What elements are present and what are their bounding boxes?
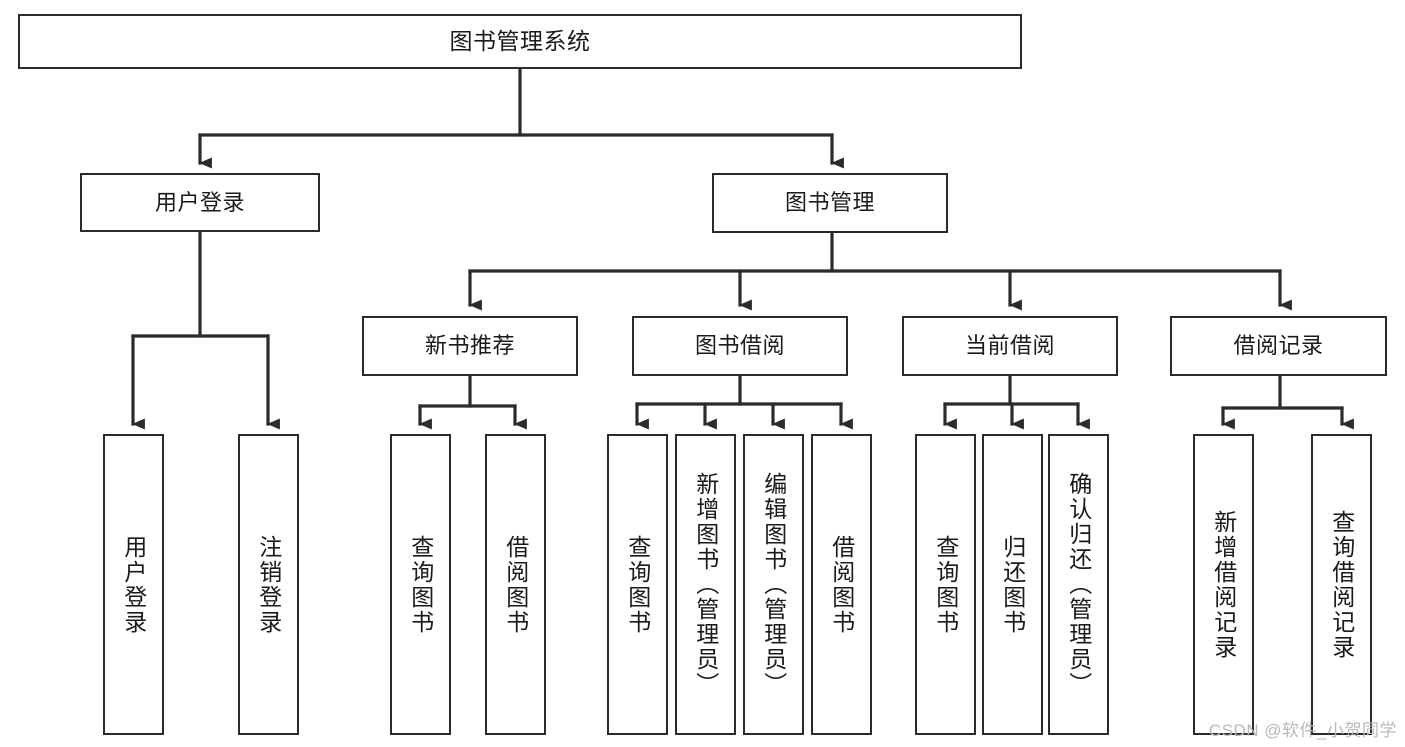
node-label: 查询图书 [624,534,651,635]
node-current-borrow[interactable]: 当前借阅 [902,316,1118,376]
node-label: 图书借阅 [694,333,785,359]
node-book-borrow[interactable]: 图书借阅 [632,316,848,376]
node-label: 当前借阅 [964,333,1055,359]
leaf-query-borrow-record[interactable]: 查询借阅记录 [1311,434,1372,735]
leaf-add-borrow-record[interactable]: 新增借阅记录 [1193,434,1254,735]
node-label: 借阅图书 [502,534,529,635]
node-label: 查询图书 [407,534,434,635]
leaf-query-book-borrow[interactable]: 查询图书 [607,434,668,735]
leaf-user-logout[interactable]: 注销登录 [238,434,299,735]
node-label: 注销登录 [255,534,282,635]
leaf-return-book[interactable]: 归还图书 [982,434,1043,735]
node-book-management[interactable]: 图书管理 [712,173,948,233]
node-label: 借阅记录 [1233,333,1324,359]
node-label: 新增图书（管理员） [692,472,719,697]
leaf-add-book-admin[interactable]: 新增图书（管理员） [675,434,736,735]
leaf-query-book-current[interactable]: 查询图书 [915,434,976,735]
leaf-borrow-book[interactable]: 借阅图书 [811,434,872,735]
node-label: 查询借阅记录 [1328,509,1355,660]
node-label: 新增借阅记录 [1210,509,1237,660]
node-label: 图书管理 [784,190,875,216]
node-label: 用户登录 [154,189,245,215]
node-root-system[interactable]: 图书管理系统 [18,14,1022,69]
node-label: 图书管理系统 [449,27,591,54]
node-label: 编辑图书（管理员） [760,472,787,697]
leaf-confirm-return-admin[interactable]: 确认归还（管理员） [1048,434,1109,735]
leaf-user-login[interactable]: 用户登录 [103,434,164,735]
node-user-login[interactable]: 用户登录 [80,173,320,232]
node-label: 查询图书 [932,534,959,635]
watermark-text: CSDN @软件_小贺同学 [1208,721,1397,740]
leaf-borrow-book-new[interactable]: 借阅图书 [485,434,546,735]
node-label: 归还图书 [999,534,1026,635]
leaf-edit-book-admin[interactable]: 编辑图书（管理员） [743,434,804,735]
node-borrow-record[interactable]: 借阅记录 [1170,316,1387,376]
node-new-book-recommend[interactable]: 新书推荐 [362,316,578,376]
leaf-query-book-new[interactable]: 查询图书 [390,434,451,735]
node-label: 确认归还（管理员） [1065,472,1092,697]
node-label: 新书推荐 [424,333,515,359]
node-label: 借阅图书 [828,534,855,635]
node-label: 用户登录 [120,534,147,635]
